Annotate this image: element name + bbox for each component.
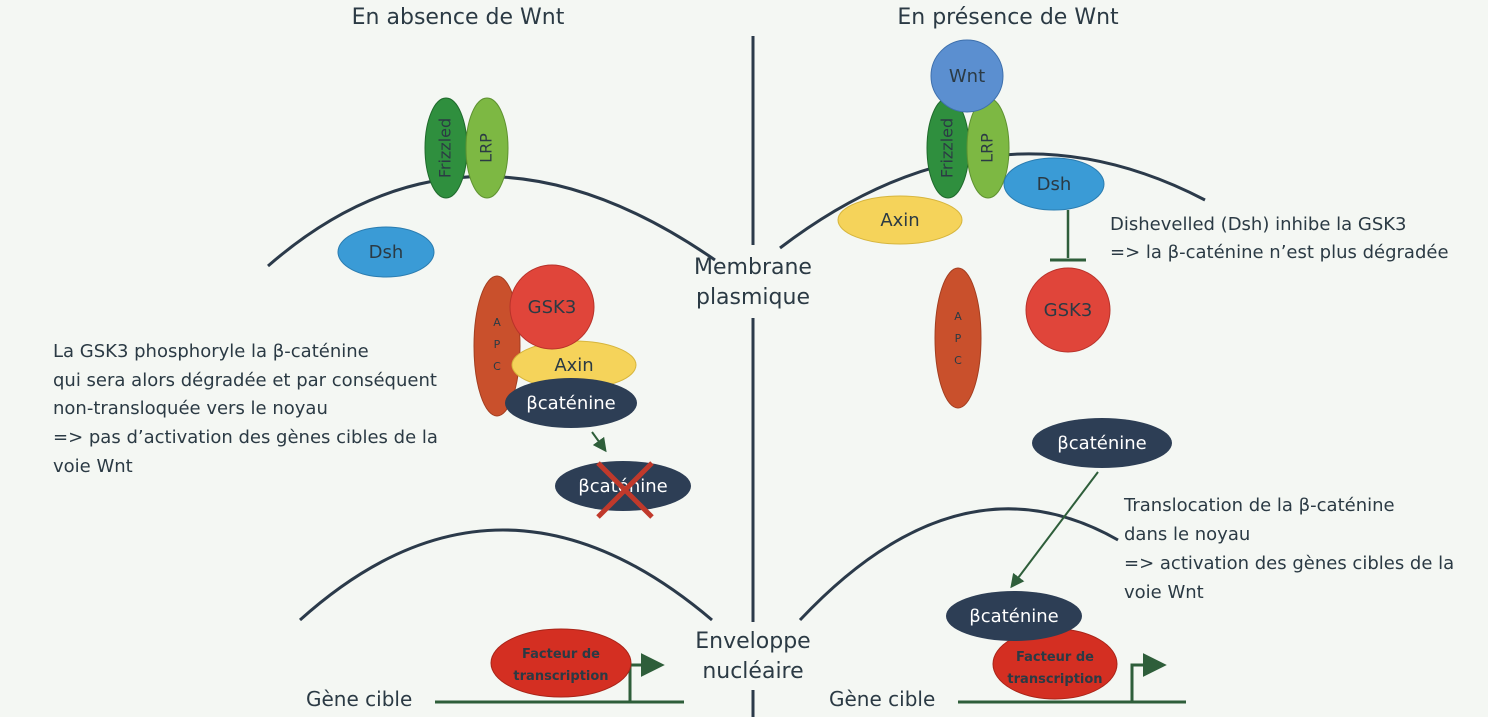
left-text-line2: qui sera alors dégradée et par conséquen… <box>53 370 437 391</box>
envelope-label-line1: Enveloppe <box>695 629 810 654</box>
left-axin-label: Axin <box>554 355 593 376</box>
left-apc: A P C <box>473 275 521 417</box>
left-lrp-receptor: LRP <box>465 97 509 199</box>
left-dsh: Dsh <box>337 226 435 278</box>
right-frizzled-label: Frizzled <box>938 118 957 178</box>
right-top-text-line1: Dishevelled (Dsh) inhibe la GSK3 <box>1110 214 1407 235</box>
right-gsk3: GSK3 <box>1025 267 1111 353</box>
right-bottom-text-line3: => activation des gènes cibles de la <box>1124 553 1454 574</box>
right-lrp-label: LRP <box>978 133 997 163</box>
envelope-label-line2: nucléaire <box>702 659 803 684</box>
right-bcatenin-nuclear-label: βcaténine <box>969 606 1058 627</box>
right-frizzled-receptor: Frizzled <box>926 97 970 199</box>
left-apc-letter-p: P <box>494 338 501 351</box>
left-explanation-text: La GSK3 phosphoryle la β-caténine qui se… <box>53 341 438 477</box>
left-apc-letter-a: A <box>493 316 501 329</box>
left-target-gene: Facteur de transcription Gène cible <box>306 628 684 711</box>
right-bottom-text-line2: dans le noyau <box>1124 524 1250 545</box>
right-apc-letter-p: P <box>955 332 962 345</box>
left-transcription-factor <box>490 628 632 698</box>
degradation-arrow <box>591 431 607 453</box>
right-apc-letter-c: C <box>954 354 962 367</box>
right-top-text-line2: => la β-caténine n’est plus dégradée <box>1110 242 1449 263</box>
right-dsh: Dsh <box>1003 157 1105 211</box>
right-nuclear-envelope <box>798 507 1119 622</box>
right-lrp-receptor: LRP <box>966 97 1010 199</box>
left-text-line4: => pas d’activation des gènes cibles de … <box>53 427 438 448</box>
right-bcatenin-free-label: βcaténine <box>1057 433 1146 454</box>
right-apc: A P C <box>934 267 982 409</box>
right-target-gene: Facteur de transcription βcaténine Gène … <box>829 591 1186 711</box>
left-text-line5: voie Wnt <box>53 456 133 477</box>
right-explanation-top: Dishevelled (Dsh) inhibe la GSK3 => la β… <box>1110 214 1449 263</box>
right-gsk3-label: GSK3 <box>1044 300 1093 321</box>
left-bcatenin-degraded: βcaténine <box>555 461 691 519</box>
right-bottom-text-line1: Translocation de la β-caténine <box>1123 495 1395 516</box>
left-apc-letter-c: C <box>493 360 501 373</box>
right-tf-label-line1: Facteur de <box>1016 650 1094 665</box>
left-tf-label-line2: transcription <box>513 669 608 684</box>
right-axin: Axin <box>837 195 963 245</box>
right-bottom-text-line4: voie Wnt <box>1124 582 1204 603</box>
left-gsk3-label: GSK3 <box>528 297 577 318</box>
left-text-line1: La GSK3 phosphoryle la β-caténine <box>53 341 369 362</box>
left-text-line3: non-transloquée vers le noyau <box>53 398 328 419</box>
right-dsh-label: Dsh <box>1037 174 1072 195</box>
left-dsh-label: Dsh <box>369 242 404 263</box>
right-panel-title: En présence de Wnt <box>897 5 1119 30</box>
membrane-label-line2: plasmique <box>696 285 810 310</box>
left-tf-label-line1: Facteur de <box>522 647 600 662</box>
right-gene-label: Gène cible <box>829 687 935 711</box>
left-panel-title: En absence de Wnt <box>352 5 565 30</box>
right-axin-label: Axin <box>880 210 919 231</box>
right-gene-promoter-arrow <box>1130 653 1167 702</box>
degradation-cross-stroke2 <box>596 461 654 519</box>
left-gene-promoter-arrow <box>628 653 665 702</box>
left-bcatenin-label: βcaténine <box>526 393 615 414</box>
left-lrp-label: LRP <box>477 133 496 163</box>
left-bcatenin-complex: βcaténine <box>505 378 637 428</box>
left-frizzled-receptor: Frizzled <box>424 97 468 199</box>
right-wnt-ligand: Wnt <box>930 39 1004 113</box>
right-bcatenin-nuclear <box>946 591 1082 641</box>
right-bcatenin-free: βcaténine <box>1032 418 1172 468</box>
right-apc-letter-a: A <box>954 310 962 323</box>
right-tf-label-line2: transcription <box>1007 672 1102 687</box>
left-frizzled-label: Frizzled <box>436 118 455 178</box>
right-explanation-bottom: Translocation de la β-caténine dans le n… <box>1123 495 1454 603</box>
translocation-arrow <box>1010 471 1099 589</box>
right-wnt-label: Wnt <box>949 66 985 87</box>
left-gsk3: GSK3 <box>509 264 595 350</box>
left-gene-label: Gène cible <box>306 687 412 711</box>
left-nuclear-envelope <box>298 528 713 622</box>
